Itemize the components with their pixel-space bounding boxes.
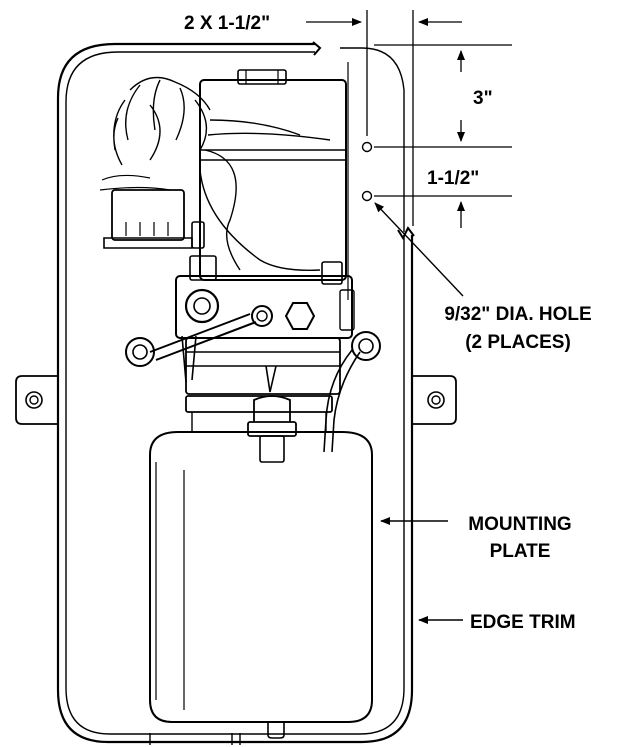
- reservoir-tank: [149, 395, 373, 739]
- pump-section: [181, 335, 341, 432]
- left-tab: [15, 375, 58, 425]
- hole-callout-line1: 9/32" DIA. HOLE: [444, 304, 591, 325]
- edge-trim-label: EDGE TRIM: [470, 612, 576, 633]
- dimension-hole-width-label: 2 X 1-1/2": [184, 13, 270, 34]
- mounting-plate: [340, 47, 405, 300]
- mounting-plate-label-line2: PLATE: [490, 541, 551, 562]
- mounting-plate-label-line1: MOUNTING: [468, 514, 571, 535]
- edge-trim: [56, 41, 415, 745]
- hole-callout-line2: (2 PLACES): [465, 332, 571, 353]
- dimension-edge-distance-label: 1-1/2": [427, 168, 479, 189]
- dimension-lines: [306, 10, 512, 228]
- dimension-hole-spacing-label: 3": [473, 88, 493, 109]
- return-line: [323, 349, 361, 453]
- mounting-holes: [361, 141, 373, 202]
- electric-motor: [199, 69, 347, 285]
- valve-manifold: [125, 255, 381, 367]
- leader-lines: [374, 202, 464, 624]
- right-tab: [412, 375, 457, 425]
- solenoid-wiring: [99, 76, 331, 271]
